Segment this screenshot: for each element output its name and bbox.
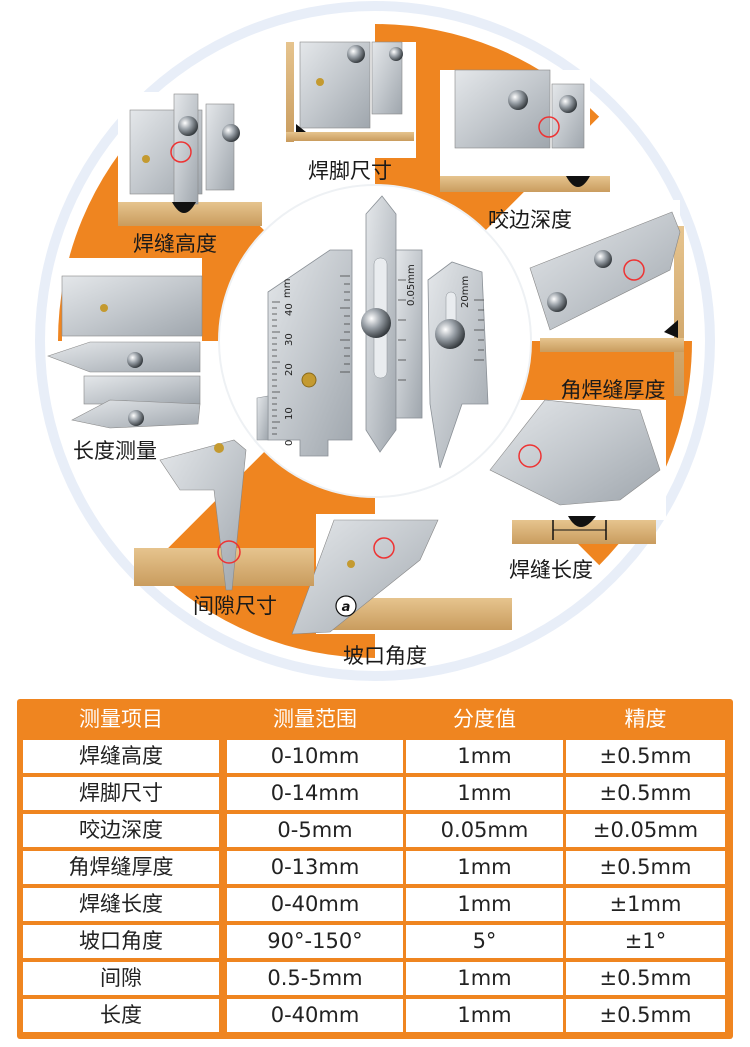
table-cell: ±1mm xyxy=(566,888,725,921)
table-cell: 90°-150° xyxy=(227,925,403,958)
wheel-labels: 焊脚尺寸 咬边深度 角焊缝厚度 焊缝长度 坡口角度 间隙尺寸 长度测量 焊缝高度 xyxy=(73,159,666,668)
table-cell: 1mm xyxy=(406,740,563,773)
table-row: 焊脚尺寸 0-14mm 1mm ±0.5mm xyxy=(17,777,733,814)
table-cell: 1mm xyxy=(406,888,563,921)
table-cell: 焊缝长度 xyxy=(23,888,219,921)
table-cell: ±0.5mm xyxy=(566,962,725,995)
table-cell: 0.05mm xyxy=(406,814,563,847)
center-gauge: mm 40 30 20 10 0 0.05mm 20mm xyxy=(218,184,532,498)
table-cell: 咬边深度 xyxy=(23,814,219,847)
table-cell: 长度 xyxy=(23,999,219,1032)
angle-symbol: a xyxy=(342,600,351,615)
table-row: 焊缝高度 0-10mm 1mm ±0.5mm xyxy=(17,740,733,777)
table-header-cell: 测量项目 xyxy=(79,707,163,731)
scale-number: 20 xyxy=(284,363,295,376)
table-cell: 0-40mm xyxy=(227,999,403,1032)
table-cell: 间隙 xyxy=(23,962,219,995)
table-header-row: 测量项目 测量范围 分度值 精度 xyxy=(17,703,733,740)
segment-label: 坡口角度 xyxy=(343,644,427,668)
table-header-cell: 分度值 xyxy=(453,707,516,731)
table-cell: 焊脚尺寸 xyxy=(23,777,219,810)
scale-unit: mm xyxy=(282,279,293,298)
table-cell: 0-10mm xyxy=(227,740,403,773)
segment-label: 长度测量 xyxy=(73,439,157,463)
segment-label: 焊缝高度 xyxy=(133,232,217,256)
table-cell: ±0.5mm xyxy=(566,999,725,1032)
segment-label: 焊缝长度 xyxy=(509,558,593,582)
segment-photo-bevel-angle: a xyxy=(291,514,512,635)
spec-table: 测量项目 测量范围 分度值 精度 焊缝高度 0-10mm 1mm ±0.5mm … xyxy=(17,699,733,1039)
measurement-wheel: a 焊脚尺寸 咬边深度 角焊缝厚度 焊缝长度 坡口角度 xyxy=(35,1,715,681)
table-cell: ±0.05mm xyxy=(566,814,725,847)
table-cell: 1mm xyxy=(406,962,563,995)
segment-label: 角焊缝厚度 xyxy=(561,378,666,402)
table-cell: 角焊缝厚度 xyxy=(23,851,219,884)
table-cell: 0.5-5mm xyxy=(227,962,403,995)
table-cell: 0-5mm xyxy=(227,814,403,847)
table-row: 长度 0-40mm 1mm ±0.5mm xyxy=(17,999,733,1036)
table-cell: ±0.5mm xyxy=(566,777,725,810)
table-row: 角焊缝厚度 0-13mm 1mm ±0.5mm xyxy=(17,851,733,888)
table-cell: ±1° xyxy=(566,925,725,958)
table-cell: ±0.5mm xyxy=(566,851,725,884)
segment-photo-fillet-leg xyxy=(272,41,416,158)
scale-unit: 0.05mm xyxy=(406,264,417,306)
table-cell: 0-14mm xyxy=(227,777,403,810)
table-row: 间隙 0.5-5mm 1mm ±0.5mm xyxy=(17,962,733,999)
segment-label: 焊脚尺寸 xyxy=(308,159,392,183)
table-cell: 5° xyxy=(406,925,563,958)
table-cell: 坡口角度 xyxy=(23,925,219,958)
segment-photo-length xyxy=(47,258,203,438)
segment-photo-weld-length xyxy=(486,399,666,544)
segment-photo-gap xyxy=(134,439,314,591)
table-cell: 0-13mm xyxy=(227,851,403,884)
table-header-cell: 精度 xyxy=(624,707,667,731)
segment-label: 咬边深度 xyxy=(488,208,572,232)
scale-number: 10 xyxy=(284,407,295,420)
segment-label: 间隙尺寸 xyxy=(193,594,277,618)
scale-number: 0 xyxy=(284,440,295,446)
segment-photo-undercut xyxy=(440,69,610,192)
table-cell: 1mm xyxy=(406,851,563,884)
scale-unit: 20mm xyxy=(460,276,471,308)
table-cell: 1mm xyxy=(406,999,563,1032)
scale-number: 30 xyxy=(284,333,295,346)
table-row: 焊缝长度 0-40mm 1mm ±1mm xyxy=(17,888,733,925)
table-row: 咬边深度 0-5mm 0.05mm ±0.05mm xyxy=(17,814,733,851)
table-header-cell: 测量范围 xyxy=(273,707,357,731)
scale-number: 40 xyxy=(284,303,295,316)
table-cell: 1mm xyxy=(406,777,563,810)
segment-photo-fillet-throat xyxy=(524,200,684,396)
table-cell: 0-40mm xyxy=(227,888,403,921)
table-row: 坡口角度 90°-150° 5° ±1° xyxy=(17,925,733,962)
table-cell: ±0.5mm xyxy=(566,740,725,773)
table-cell: 焊缝高度 xyxy=(23,740,219,773)
segment-photo-weld-height xyxy=(118,92,262,226)
